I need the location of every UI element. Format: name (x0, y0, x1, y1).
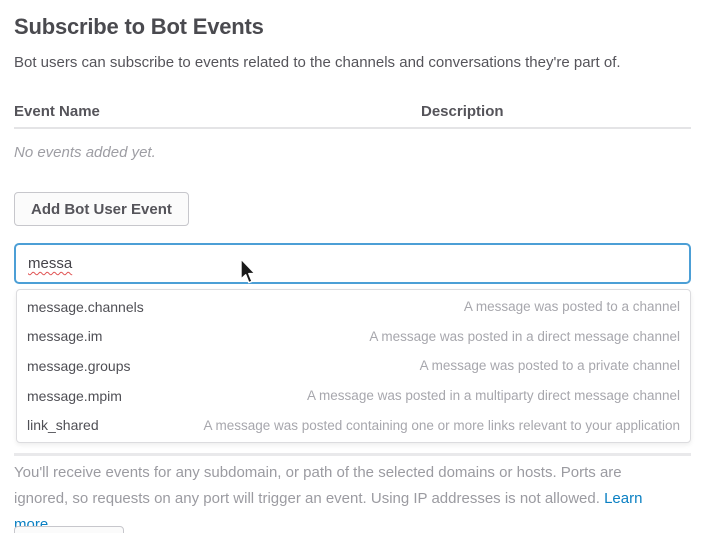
suggestion-description: A message was posted in a direct message… (369, 328, 680, 344)
event-search-value: messa (28, 255, 73, 272)
section-description: Bot users can subscribe to events relate… (14, 54, 621, 71)
suggestion-description: A message was posted in a multiparty dir… (307, 388, 680, 404)
empty-events-message: No events added yet. (14, 144, 156, 161)
suggestion-description: A message was posted containing one or m… (203, 417, 680, 433)
mouse-cursor-icon (240, 258, 256, 284)
suggestion-message-channels[interactable]: message.channels A message was posted to… (17, 292, 690, 322)
suggestion-message-mpim[interactable]: message.mpim A message was posted in a m… (17, 381, 690, 411)
table-header-divider (14, 127, 691, 129)
suggestion-name: message.mpim (27, 387, 122, 404)
suggestion-link-shared[interactable]: link_shared A message was posted contain… (17, 410, 690, 440)
suggestion-message-groups[interactable]: message.groups A message was posted to a… (17, 351, 690, 381)
partially-visible-bottom-button[interactable] (14, 526, 124, 533)
page-title: Subscribe to Bot Events (14, 14, 264, 39)
events-footer-note: You'll receive events for any subdomain,… (14, 460, 676, 533)
column-header-event-name: Event Name (14, 103, 100, 120)
event-suggestions-dropdown: message.channels A message was posted to… (16, 289, 691, 443)
footer-text: You'll receive events for any subdomain,… (14, 464, 622, 507)
column-header-description: Description (421, 103, 504, 120)
suggestion-name: message.channels (27, 298, 144, 315)
suggestion-name: message.groups (27, 357, 131, 374)
suggestion-description: A message was posted to a channel (463, 299, 680, 315)
suggestion-message-im[interactable]: message.im A message was posted in a dir… (17, 322, 690, 352)
suggestion-name: link_shared (27, 417, 99, 434)
add-bot-user-event-button[interactable]: Add Bot User Event (14, 192, 189, 226)
suggestion-name: message.im (27, 328, 103, 345)
section-divider (14, 453, 691, 456)
suggestion-description: A message was posted to a private channe… (419, 358, 680, 374)
event-search-input[interactable]: messa (14, 243, 691, 284)
